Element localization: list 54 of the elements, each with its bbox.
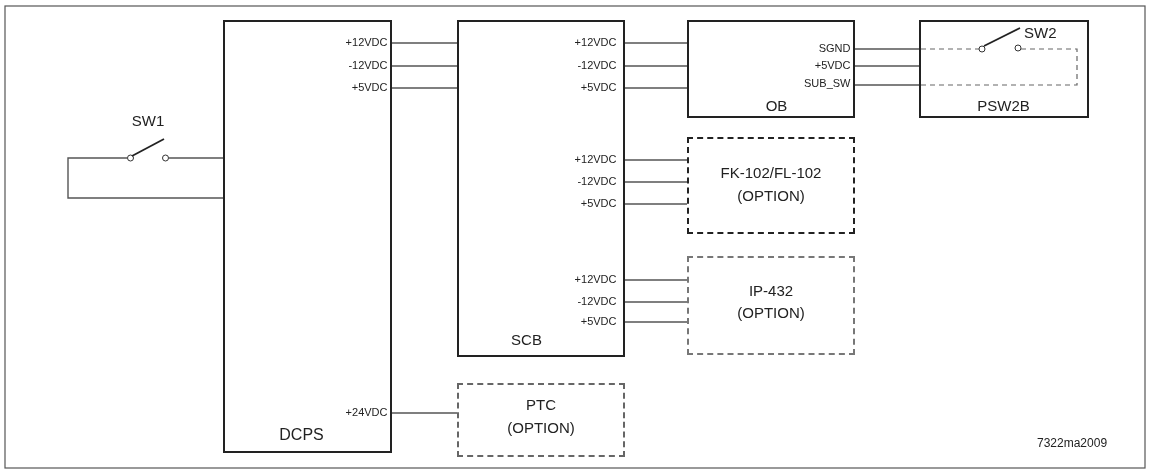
wire bbox=[624, 65, 688, 67]
pin-label: +5VDC bbox=[580, 198, 617, 209]
box-label: SCB bbox=[511, 332, 542, 347]
box-label: PTC bbox=[526, 396, 556, 412]
wire bbox=[624, 321, 688, 323]
wire bbox=[624, 159, 688, 161]
wire bbox=[168, 157, 224, 159]
pin-label: -12VDC bbox=[348, 60, 388, 71]
pin-label: +12VDC bbox=[574, 274, 617, 285]
pin-label: +24VDC bbox=[345, 407, 388, 418]
wire bbox=[624, 87, 688, 89]
wire bbox=[854, 48, 920, 50]
wire bbox=[624, 279, 688, 281]
component-box bbox=[457, 20, 625, 357]
wire bbox=[854, 84, 920, 86]
wire bbox=[624, 42, 688, 44]
wire bbox=[391, 42, 458, 44]
pin-label: +5VDC bbox=[580, 82, 617, 93]
wire bbox=[391, 412, 458, 414]
switch-label: SW2 bbox=[1024, 25, 1057, 40]
pin-label: SGND bbox=[818, 43, 851, 54]
wire bbox=[67, 157, 224, 199]
box-label: (OPTION) bbox=[507, 419, 575, 435]
option-box bbox=[687, 137, 855, 234]
pin-label: +5VDC bbox=[814, 60, 851, 71]
pin-label: -12VDC bbox=[577, 176, 617, 187]
pin-label: -12VDC bbox=[577, 296, 617, 307]
pin-label: +5VDC bbox=[351, 82, 388, 93]
wire bbox=[624, 301, 688, 303]
wire bbox=[624, 181, 688, 183]
wire bbox=[391, 65, 458, 67]
component-box bbox=[223, 20, 392, 453]
box-label: (OPTION) bbox=[737, 304, 805, 320]
switch-label: SW1 bbox=[131, 112, 165, 128]
pin-label: SUB_SW bbox=[804, 78, 851, 89]
box-label: FK-102/FL-102 bbox=[720, 164, 822, 180]
component-box bbox=[687, 20, 855, 118]
option-box bbox=[457, 383, 625, 457]
pin-label: -12VDC bbox=[577, 60, 617, 71]
wire bbox=[854, 65, 920, 67]
pin-label: +12VDC bbox=[574, 154, 617, 165]
box-label: DCPS bbox=[279, 426, 324, 443]
option-box bbox=[687, 256, 855, 355]
pin-label: +5VDC bbox=[580, 316, 617, 327]
wire bbox=[391, 87, 458, 89]
box-label: OB bbox=[765, 98, 788, 113]
figure-number: 7322ma2009 bbox=[1037, 437, 1108, 449]
box-label: PSW2B bbox=[977, 98, 1030, 113]
component-box bbox=[919, 20, 1089, 118]
pin-label: +12VDC bbox=[574, 37, 617, 48]
pin-label: +12VDC bbox=[345, 37, 388, 48]
wire bbox=[624, 203, 688, 205]
box-label: (OPTION) bbox=[737, 187, 805, 203]
box-label: IP-432 bbox=[748, 282, 794, 298]
